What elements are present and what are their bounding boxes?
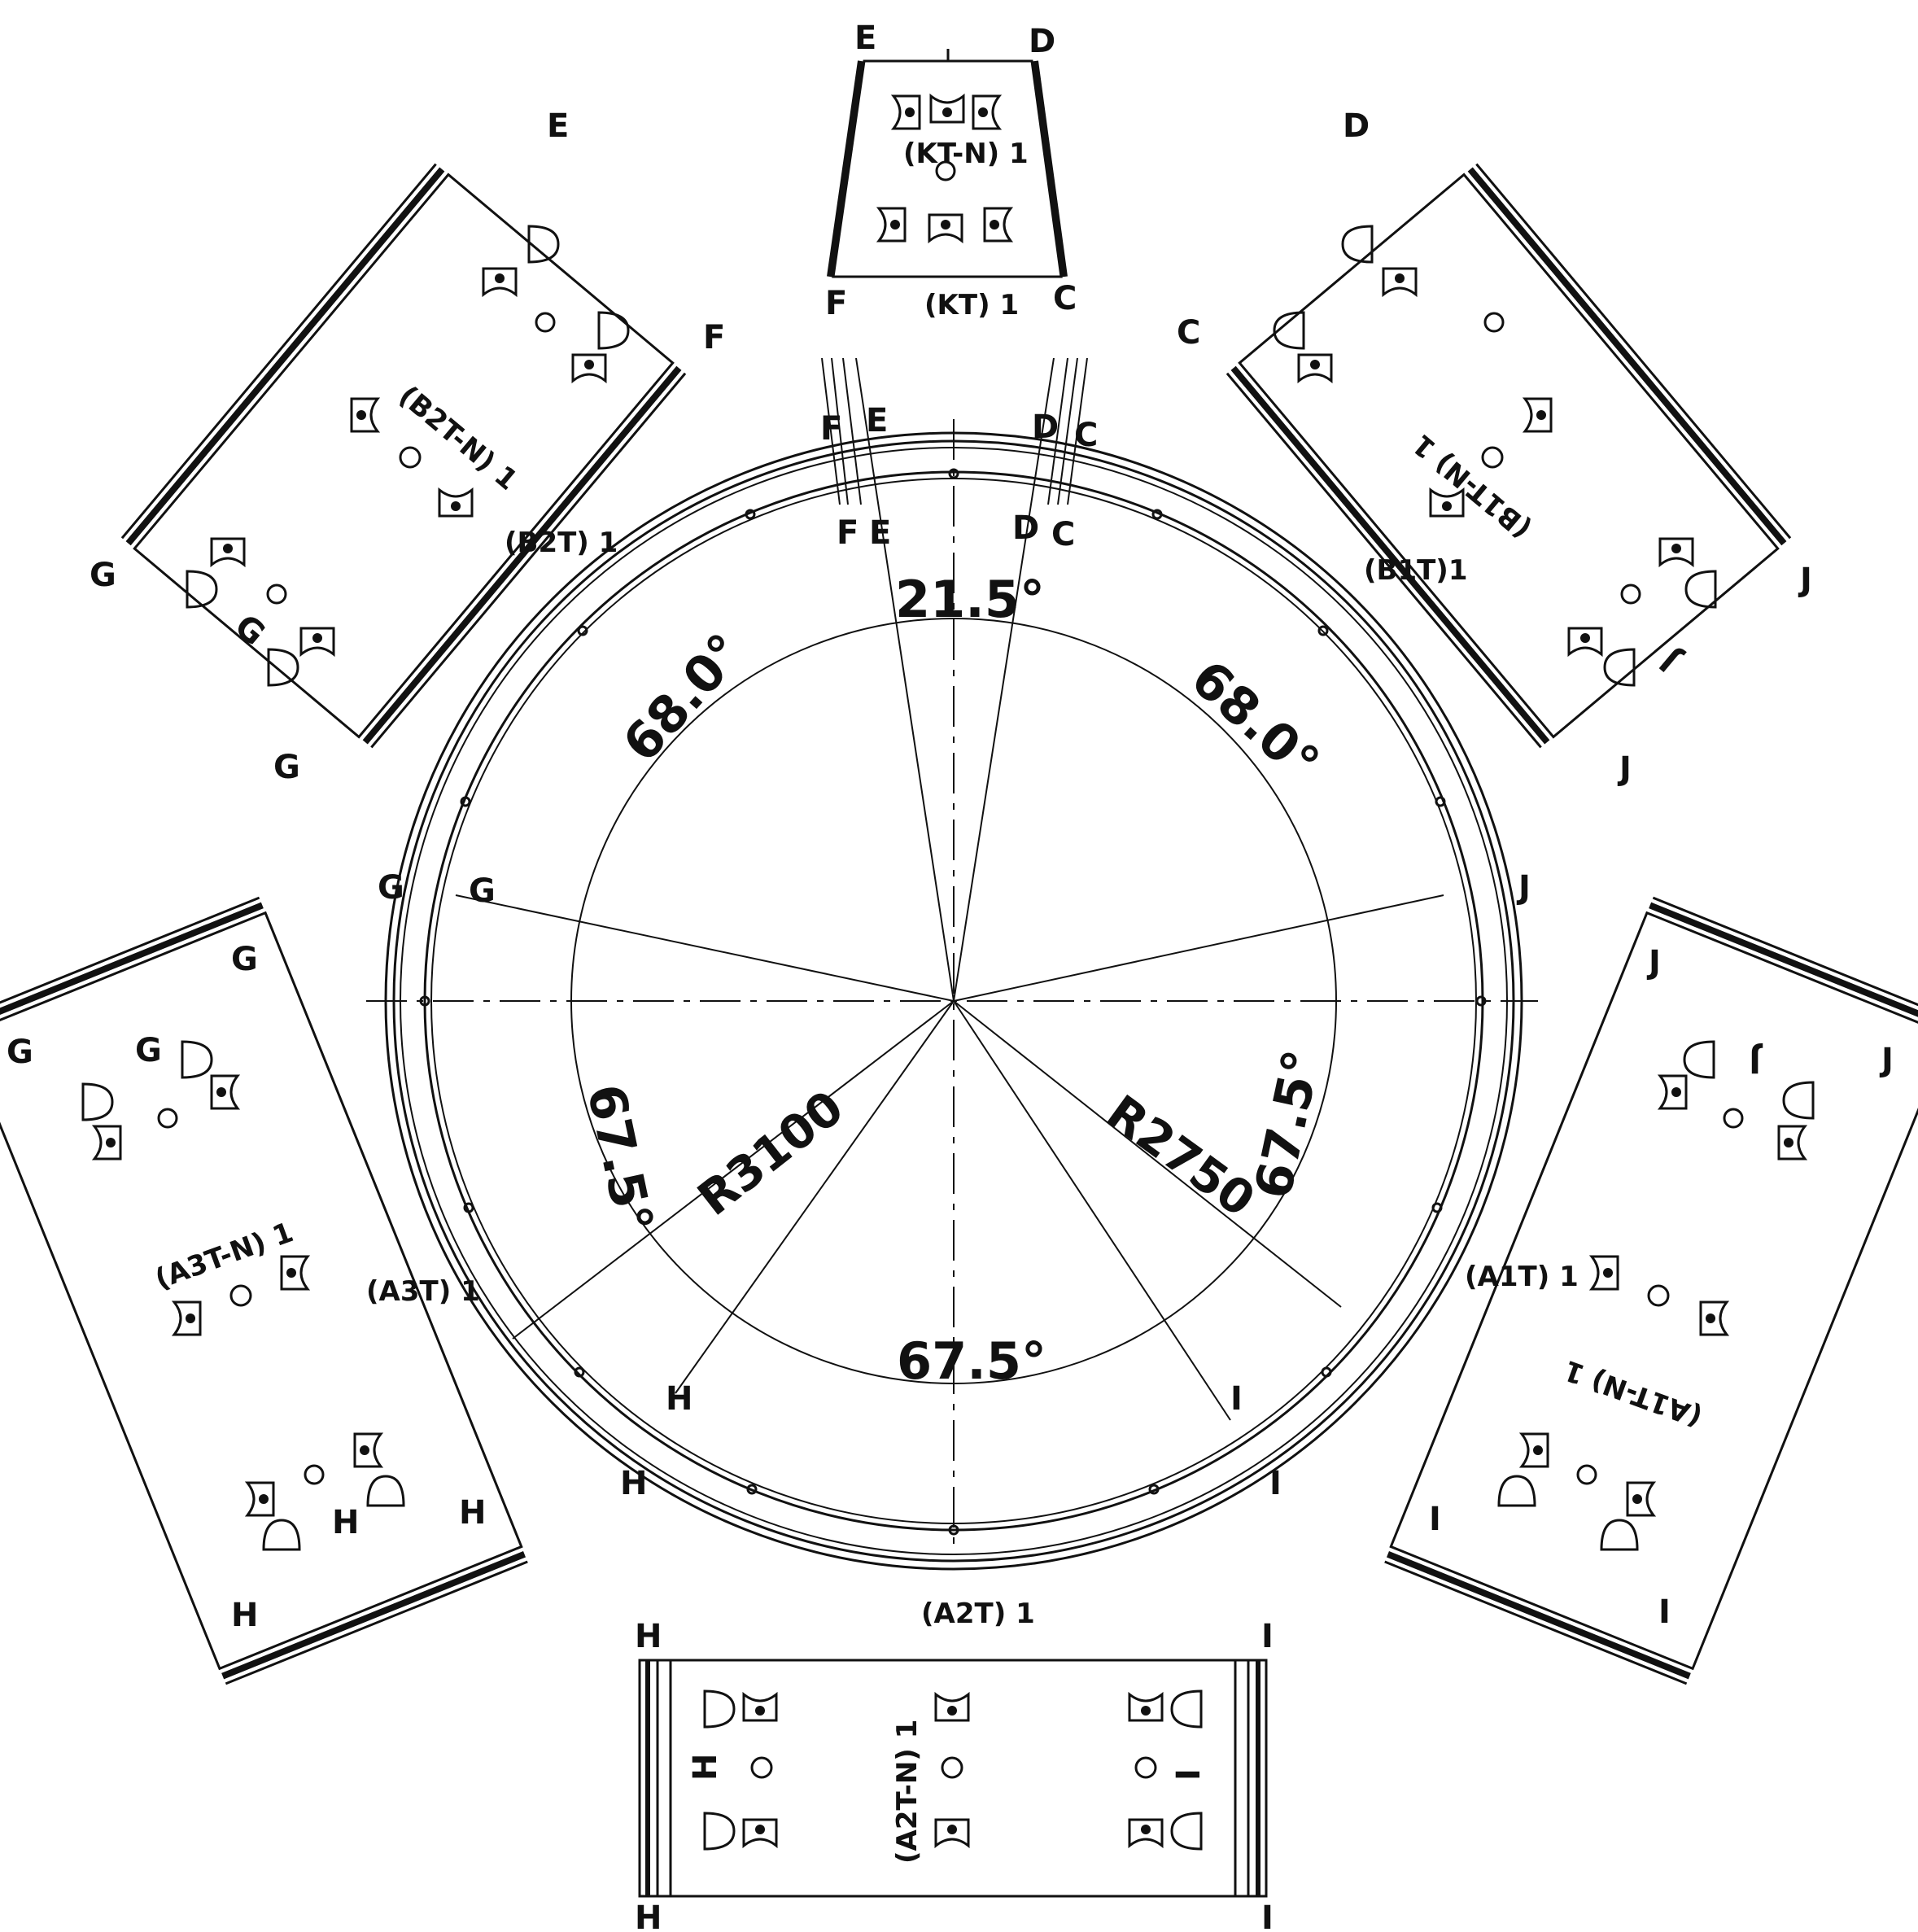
a3t-edge-letter-g: G <box>135 1032 162 1069</box>
ring-joint-f-outer: F <box>820 410 842 448</box>
radius-labels: R3100 R2750 <box>688 1080 1265 1228</box>
b1t-corner-c: C <box>1177 314 1200 352</box>
ring-joint-i-inner: I <box>1230 1380 1243 1418</box>
angle-bottom: 67.5° <box>897 1331 1046 1391</box>
ring-joint-h-inner: H <box>666 1380 692 1418</box>
a3t-inner-label: (A3T-N) 1 <box>151 1216 297 1296</box>
segment-kt: (KT-N) 1 (KT) 1 E D F C <box>825 20 1077 322</box>
b2t-corner-f: F <box>703 319 725 356</box>
segment-b1t: (B1T-N) 1 (B1T)1 J D C J J <box>1177 107 1812 788</box>
a2t-edge-letter-h: H <box>687 1754 724 1781</box>
a1t-corner-j-top: J <box>1646 944 1661 981</box>
a3t-corner-h-right: H <box>459 1494 486 1532</box>
ring-joint-e-inner: E <box>869 514 891 552</box>
ring-joint-f-inner: F <box>837 514 859 552</box>
a3t-corner-h-bottom: H <box>231 1597 258 1634</box>
a2t-inner-label: (A2T-N) 1 <box>891 1720 924 1864</box>
a3t-outer-label: (A3T) 1 <box>366 1275 480 1308</box>
b1t-corner-d: D <box>1343 107 1370 145</box>
b2t-corner-e: E <box>547 107 569 145</box>
ring-joint-d-outer: D <box>1032 409 1059 446</box>
radial-joint-lines <box>455 357 1444 1421</box>
radius-outer: R3100 <box>688 1080 854 1226</box>
angle-upper-left: 68.0° <box>611 622 755 773</box>
ring-joint-j: J <box>1516 869 1531 907</box>
a2t-corner-i-bottom: I <box>1261 1899 1274 1932</box>
b2t-corner-g-top: G <box>90 557 116 594</box>
ring-joint-e-outer: E <box>866 402 888 439</box>
a3t-corner-g-top: G <box>231 941 258 978</box>
angle-top: 21.5° <box>895 570 1045 629</box>
ring-bolt-holes <box>419 468 1487 1536</box>
segment-a1t: (A1T-N) 1 (A1T) 1 J J J I I <box>1384 896 1918 1685</box>
kt-corner-c: C <box>1053 280 1077 317</box>
a1t-inner-label: (A1T-N) 1 <box>1560 1353 1706 1433</box>
ring-joint-d-inner: D <box>1012 509 1039 547</box>
angle-upper-right: 68.0° <box>1180 649 1331 793</box>
b1t-corner-j-right: J <box>1798 562 1812 599</box>
a3t-corner-g-left: G <box>7 1034 33 1071</box>
kt-outer-label: (KT) 1 <box>924 289 1019 321</box>
ring-joint-labels: F E D C F E D C G G J H H I I <box>378 402 1531 1502</box>
a1t-outer-label: (A1T) 1 <box>1465 1261 1579 1293</box>
a1t-corner-j-right: J <box>1879 1042 1894 1079</box>
ring-joint-i-outer: I <box>1269 1465 1282 1502</box>
b1t-outer-label: (B1T)1 <box>1364 554 1468 587</box>
a1t-edge-letter-j: J <box>1749 1042 1763 1079</box>
ring-joint-g-outer: G <box>378 869 404 907</box>
b1t-corner-j-bottom: J <box>1617 750 1632 788</box>
a1t-corner-i-left: I <box>1429 1501 1441 1538</box>
a2t-edge-letter-i: I <box>1170 1768 1208 1781</box>
ring-joint-g-inner: G <box>469 872 496 910</box>
kt-corner-e: E <box>854 20 876 57</box>
b2t-corner-g-bottom: G <box>273 749 300 786</box>
a2t-outer-label: (A2T) 1 <box>921 1598 1035 1630</box>
angle-lower-left: 67.5° <box>575 1079 665 1238</box>
segment-b2t: (B2T-N) 1 (B2T) 1 G E F G G <box>90 107 725 786</box>
a1t-corner-i-bottom: I <box>1658 1593 1671 1631</box>
ring-joint-c-inner: C <box>1051 516 1075 553</box>
b1t-inner-label: (B1T-N) 1 <box>1407 427 1538 544</box>
ring-joint-c-outer: C <box>1074 417 1098 454</box>
a2t-corner-i-top: I <box>1261 1618 1274 1655</box>
kt-corner-d: D <box>1029 23 1055 60</box>
a2t-corner-h-bottom: H <box>635 1899 662 1932</box>
a2t-corner-h-top: H <box>635 1618 662 1655</box>
kt-inner-label: (KT-N) 1 <box>903 138 1029 170</box>
b2t-outer-label: (B2T) 1 <box>505 527 618 559</box>
ring-joint-h-outer: H <box>620 1465 647 1502</box>
a3t-edge-letter-h: H <box>332 1504 359 1541</box>
kt-corner-f: F <box>825 285 847 322</box>
b2t-edge-letter: G <box>228 607 273 653</box>
b2t-inner-label: (B2T-N) 1 <box>392 379 523 496</box>
segment-a3t: (A3T-N) 1 (A3T) 1 G H G G H H <box>0 896 528 1685</box>
segment-a2t: (A2T-N) 1 (A2T) 1 H I H I H I <box>635 1598 1274 1932</box>
radius-inner: R2750 <box>1097 1084 1265 1227</box>
